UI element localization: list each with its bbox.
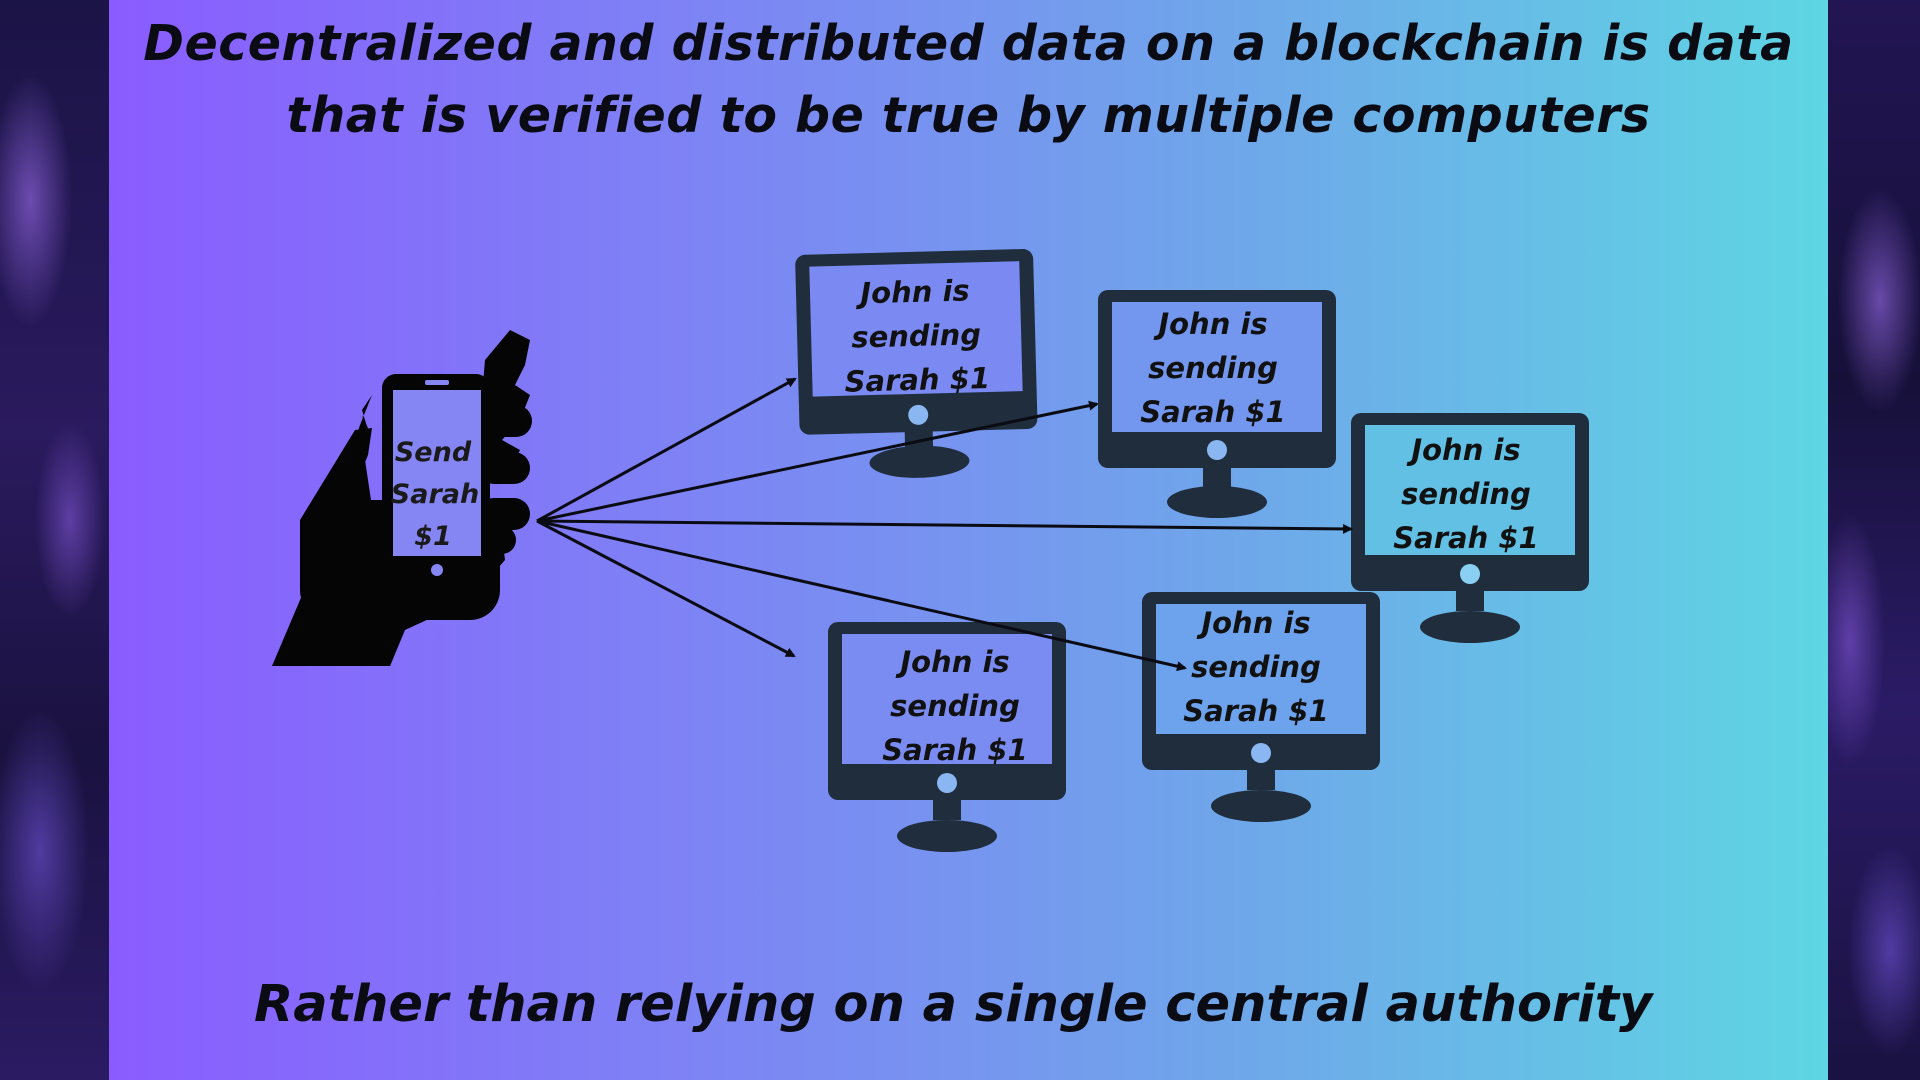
slide-title: Decentralized and distributed data on a … — [109, 8, 1828, 152]
smoke-background-left — [0, 0, 110, 1080]
monitor-power-dot — [908, 404, 929, 425]
hand-holding-phone-icon: Send Sarah $1 — [272, 330, 532, 666]
monitor-power-dot — [937, 773, 957, 793]
monitor-neck — [933, 798, 961, 820]
arrow-to-computer-2 — [536, 400, 1099, 523]
finger-2 — [478, 452, 530, 484]
title-line-2: that is verified to be true by multiple … — [286, 87, 1651, 144]
phone-home-button — [431, 564, 443, 576]
computer-3-line-1: John is — [1406, 433, 1520, 467]
monitor-neck — [1456, 589, 1484, 611]
computer-2: John is sending Sarah $1 — [1098, 290, 1336, 518]
computer-1-line-3: Sarah $1 — [844, 361, 990, 399]
computer-5-line-1: John is — [1196, 606, 1310, 640]
phone-screen — [393, 390, 481, 556]
monitor-screen — [842, 634, 1052, 764]
monitor-power-dot — [1460, 564, 1480, 584]
computer-4-line-3: Sarah $1 — [882, 733, 1027, 767]
computer-2-line-2: sending — [1148, 351, 1278, 385]
arrow-to-computer-5 — [536, 519, 1187, 672]
monitor-stand — [1167, 486, 1267, 518]
hand-wrist — [272, 560, 420, 666]
computer-2-line-3: Sarah $1 — [1140, 395, 1285, 429]
monitor-stand — [1211, 790, 1311, 822]
computer-3-line-3: Sarah $1 — [1393, 521, 1538, 555]
monitor-neck — [1203, 466, 1231, 488]
computer-3: John is sending Sarah $1 — [1351, 413, 1589, 643]
computer-5-line-3: Sarah $1 — [1183, 694, 1328, 728]
monitor-power-dot — [1207, 440, 1227, 460]
phone-message-line-1: Send — [395, 437, 472, 468]
finger-3 — [478, 498, 530, 530]
arrow-to-computer-3 — [536, 519, 1353, 534]
monitor-stand — [869, 445, 970, 478]
arrow-to-computer-1 — [536, 377, 797, 523]
computer-5: John is sending Sarah $1 — [1142, 592, 1380, 822]
broadcast-arrows — [536, 377, 1353, 672]
smoke-background-right — [1810, 0, 1920, 1080]
computer-4-line-1: John is — [895, 645, 1009, 679]
computer-4-line-2: sending — [890, 689, 1020, 723]
monitor-stand — [897, 820, 997, 852]
monitor-power-dot — [1251, 743, 1271, 763]
computer-5-line-2: sending — [1191, 650, 1321, 684]
slide-footer: Rather than relying on a single central … — [254, 975, 1653, 1034]
computer-1-line-2: sending — [851, 317, 982, 354]
monitor-screen — [1112, 302, 1322, 432]
arrow-to-computer-4 — [536, 519, 796, 658]
phone-message-line-3: $1 — [414, 521, 452, 552]
monitor-screen — [1156, 604, 1366, 734]
monitor-screen — [1365, 425, 1575, 555]
computer-4: John is sending Sarah $1 — [828, 622, 1066, 852]
computer-3-line-2: sending — [1401, 477, 1531, 511]
monitor-stand — [1420, 611, 1520, 643]
phone-speaker — [425, 380, 449, 385]
finger-1 — [480, 405, 532, 437]
computer-1-line-1: John is — [855, 273, 970, 310]
computer-2-line-1: John is — [1153, 307, 1267, 341]
title-line-1: Decentralized and distributed data on a … — [143, 15, 1794, 72]
monitor-neck — [1247, 768, 1275, 790]
monitor-screen — [809, 261, 1023, 397]
computer-1: John is sending Sarah $1 — [795, 249, 1038, 478]
phone-message-line-2: Sarah — [391, 479, 479, 510]
